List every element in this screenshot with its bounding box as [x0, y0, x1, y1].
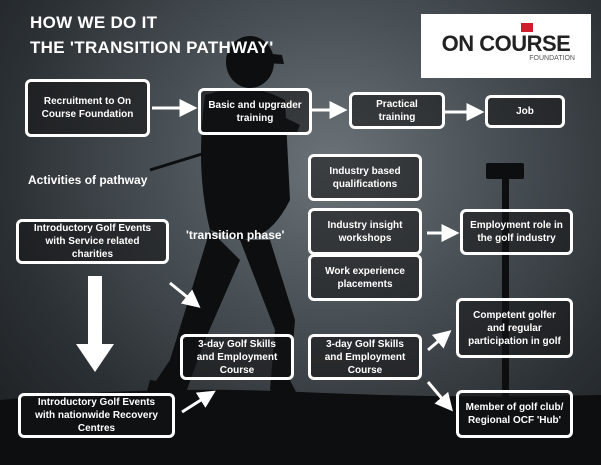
- title-line-1: HOW WE DO IT: [30, 13, 158, 32]
- logo-flag-icon: [521, 23, 533, 32]
- box-practical: Practical training: [349, 92, 445, 129]
- box-competent-golfer: Competent golfer and regular participati…: [456, 298, 573, 358]
- arrow-course-to-member: [426, 381, 453, 412]
- big-down-arrow: [76, 276, 114, 372]
- box-course-right: 3-day Golf Skills and Employment Course: [308, 334, 422, 380]
- title-line-2: THE 'TRANSITION PATHWAY': [30, 38, 274, 57]
- box-training: Basic and upgrader training: [198, 88, 312, 135]
- box-job: Job: [485, 95, 565, 128]
- box-events-recovery: Introductory Golf Events with nationwide…: [18, 393, 175, 438]
- on-course-logo: ON COURSE FOUNDATION: [421, 14, 591, 78]
- box-industry-quals: Industry based qualifications: [308, 154, 422, 201]
- arrow-recovery-to-course: [181, 390, 216, 414]
- box-recruitment: Recruitment to On Course Foundation: [25, 79, 150, 137]
- arrow-course-to-competent: [427, 330, 452, 352]
- logo-main-text: ON COURSE: [441, 30, 571, 56]
- arrow-charities-to-course: [169, 281, 201, 308]
- logo-sub-text: FOUNDATION: [529, 54, 575, 62]
- box-course-left: 3-day Golf Skills and Employment Course: [180, 334, 294, 380]
- box-employment-role: Employment role in the golf industry: [460, 209, 573, 255]
- activities-label: Activities of pathway: [28, 173, 148, 187]
- box-work-experience: Work experience placements: [308, 254, 422, 301]
- box-member-club: Member of golf club/ Regional OCF 'Hub': [456, 390, 573, 438]
- box-events-charities: Introductory Golf Events with Service re…: [16, 219, 169, 264]
- box-industry-insight: Industry insight workshops: [308, 208, 422, 255]
- transition-label: 'transition phase': [186, 228, 285, 242]
